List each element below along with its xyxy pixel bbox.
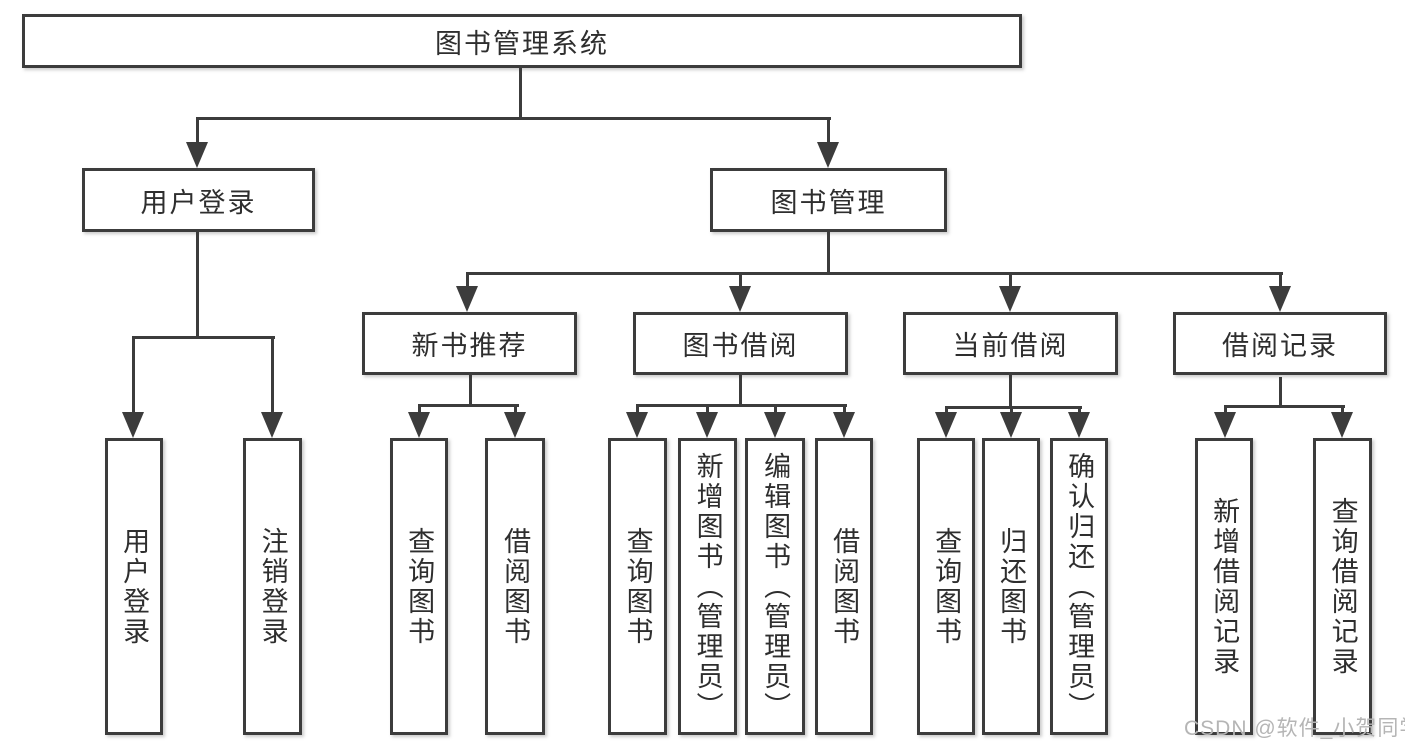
connector-arrow-stem [1341, 405, 1344, 416]
leaf-confirm-return-admin: 确认归还（管理员） [1050, 438, 1108, 735]
node-label: 新增图书（管理员） [692, 451, 723, 722]
node-label: 用户登录 [140, 187, 257, 218]
leaf-user-login: 用户登录 [105, 438, 163, 735]
arrow-down-icon [833, 412, 855, 438]
connector-line [739, 375, 742, 406]
node-borrowing-records: 借阅记录 [1173, 312, 1387, 375]
connector-line [636, 404, 847, 407]
node-library-management-system: 图书管理系统 [22, 14, 1022, 68]
connector-arrow-stem [774, 404, 777, 416]
node-label: 查询图书 [622, 526, 653, 647]
leaf-query-books-borrowing: 查询图书 [608, 438, 667, 735]
node-label: 查询图书 [931, 526, 962, 647]
arrow-down-icon [764, 412, 786, 438]
arrow-down-icon [999, 286, 1021, 312]
leaf-query-books-current: 查询图书 [917, 438, 975, 735]
arrow-down-icon [456, 286, 478, 312]
node-label: 图书借阅 [682, 331, 799, 361]
arrow-down-icon [261, 412, 283, 438]
leaf-add-books-admin: 新增图书（管理员） [678, 438, 737, 735]
node-current-borrowing: 当前借阅 [903, 312, 1118, 375]
node-label: 编辑图书（管理员） [760, 451, 791, 722]
node-label: 图书管理 [770, 187, 887, 218]
arrow-down-icon [729, 286, 751, 312]
leaf-return-books: 归还图书 [982, 438, 1040, 735]
node-label: 用户登录 [119, 526, 150, 647]
connector-arrow-stem [196, 117, 199, 146]
connector-line [1224, 405, 1345, 408]
connector-arrow-stem [466, 272, 469, 290]
arrow-down-icon [186, 142, 208, 168]
node-new-book-recommend: 新书推荐 [362, 312, 577, 375]
arrow-down-icon [696, 412, 718, 438]
connector-arrow-stem [945, 406, 948, 416]
connector-line [196, 232, 199, 337]
node-book-management: 图书管理 [710, 168, 947, 232]
node-label: 归还图书 [996, 526, 1027, 647]
leaf-edit-books-admin: 编辑图书（管理员） [745, 438, 805, 735]
leaf-borrow-books-recommend: 借阅图书 [485, 438, 545, 735]
node-label: 借阅图书 [829, 526, 860, 647]
connector-line [466, 272, 1283, 275]
arrow-down-icon [504, 412, 526, 438]
watermark: CSDN @软件_小贺同学 [1184, 717, 1405, 740]
leaf-add-borrow-record: 新增借阅记录 [1195, 438, 1253, 735]
connector-arrow-stem [1010, 406, 1013, 416]
connector-arrow-stem [1078, 406, 1081, 416]
arrow-down-icon [1331, 412, 1353, 438]
connector-arrow-stem [514, 404, 517, 416]
node-label: 查询图书 [404, 526, 435, 647]
connector-arrow-stem [706, 404, 709, 416]
node-label: 新增借阅记录 [1209, 496, 1240, 677]
arrow-down-icon [1068, 412, 1090, 438]
connector-line [945, 406, 1082, 409]
arrow-down-icon [1214, 412, 1236, 438]
connector-line [469, 375, 472, 406]
connector-arrow-stem [827, 117, 830, 146]
connector-line [1279, 377, 1282, 407]
connector-arrow-stem [739, 272, 742, 290]
node-label: 借阅记录 [1222, 331, 1338, 361]
node-label: 注销登录 [257, 526, 288, 647]
arrow-down-icon [935, 412, 957, 438]
arrow-down-icon [626, 412, 648, 438]
arrow-down-icon [1269, 286, 1291, 312]
connector-arrow-stem [132, 336, 135, 416]
connector-arrow-stem [1279, 272, 1282, 290]
leaf-query-books-recommend: 查询图书 [390, 438, 448, 735]
node-label: 确认归还（管理员） [1064, 451, 1095, 722]
node-label: 图书管理系统 [435, 28, 609, 59]
connector-arrow-stem [418, 404, 421, 416]
arrow-down-icon [817, 142, 839, 168]
node-book-borrowing: 图书借阅 [633, 312, 848, 375]
node-user-login: 用户登录 [82, 168, 315, 232]
connector-line [132, 336, 275, 339]
connector-arrow-stem [636, 404, 639, 416]
leaf-logout-login: 注销登录 [243, 438, 302, 735]
connector-line [196, 117, 831, 120]
leaf-query-borrow-record: 查询借阅记录 [1313, 438, 1372, 735]
connector-line [418, 404, 519, 407]
connector-arrow-stem [1224, 405, 1227, 416]
leaf-borrow-books: 借阅图书 [815, 438, 873, 735]
connector-arrow-stem [271, 336, 274, 416]
connector-line [519, 68, 522, 118]
arrow-down-icon [408, 412, 430, 438]
connector-arrow-stem [1009, 272, 1012, 290]
arrow-down-icon [122, 412, 144, 438]
node-label: 新书推荐 [411, 331, 528, 361]
connector-line [1009, 375, 1012, 408]
connector-line [827, 232, 830, 275]
connector-arrow-stem [843, 404, 846, 416]
node-label: 查询借阅记录 [1327, 496, 1358, 677]
arrow-down-icon [1000, 412, 1022, 438]
node-label: 当前借阅 [952, 331, 1069, 361]
node-label: 借阅图书 [500, 526, 531, 647]
